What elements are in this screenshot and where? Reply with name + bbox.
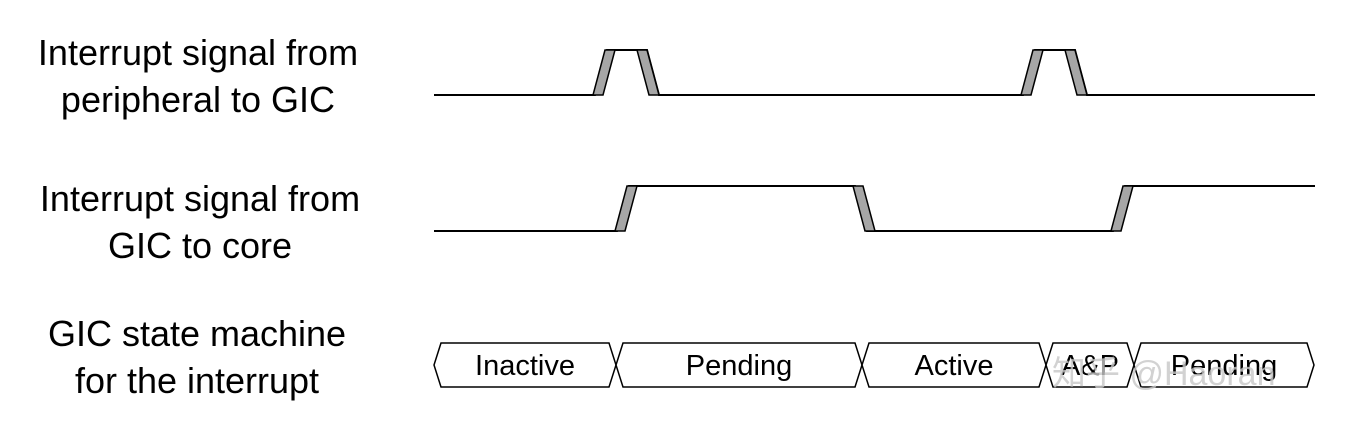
state-label-inactive: Inactive: [475, 350, 575, 382]
state-label-active: Active: [915, 350, 994, 382]
state-segment-pending: [615, 342, 863, 388]
row-label-line: peripheral to GIC: [60, 79, 336, 120]
row-label-line: GIC to core: [107, 225, 293, 266]
state-segment-pending-2: [1133, 342, 1315, 388]
rising-edge: [614, 185, 638, 232]
row-label-line: GIC state machine: [47, 313, 347, 354]
rising-edge: [1020, 49, 1044, 96]
state-label-pending-2: Pending: [1171, 350, 1277, 382]
rising-edge: [1110, 185, 1134, 232]
state-segment-inactive: [433, 342, 617, 388]
row-label-line: Interrupt signal from: [37, 32, 359, 73]
gic-to-core-waveform: [434, 185, 1315, 232]
state-bus: [433, 342, 1315, 388]
state-label-active-and-pending: A&P: [1061, 350, 1119, 382]
watermark: 知乎 @Haoran: [1052, 355, 1275, 393]
gic-to-core-line: [434, 185, 1315, 232]
falling-edge: [1064, 49, 1088, 96]
state-segment-active: [861, 342, 1047, 388]
row-label-line: for the interrupt: [74, 360, 320, 401]
falling-edge: [636, 49, 660, 96]
peripheral-signal-waveform: [434, 49, 1315, 96]
state-label-pending: Pending: [686, 350, 792, 382]
row-label-peripheral-to-gic: Interrupt signal from peripheral to GIC: [0, 29, 398, 123]
gic-to-core-edges: [614, 185, 1134, 232]
state-labels: Inactive Pending Active A&P Pending: [475, 350, 1277, 382]
falling-edge: [852, 185, 876, 232]
row-label-line: Interrupt signal from: [39, 178, 361, 219]
peripheral-signal-line: [434, 49, 1315, 96]
peripheral-signal-edges: [592, 49, 1088, 96]
rising-edge: [592, 49, 616, 96]
state-segment-active-and-pending: [1045, 342, 1135, 388]
row-label-gic-state-machine: GIC state machine for the interrupt: [0, 310, 397, 404]
row-label-gic-to-core: Interrupt signal from GIC to core: [0, 175, 400, 269]
